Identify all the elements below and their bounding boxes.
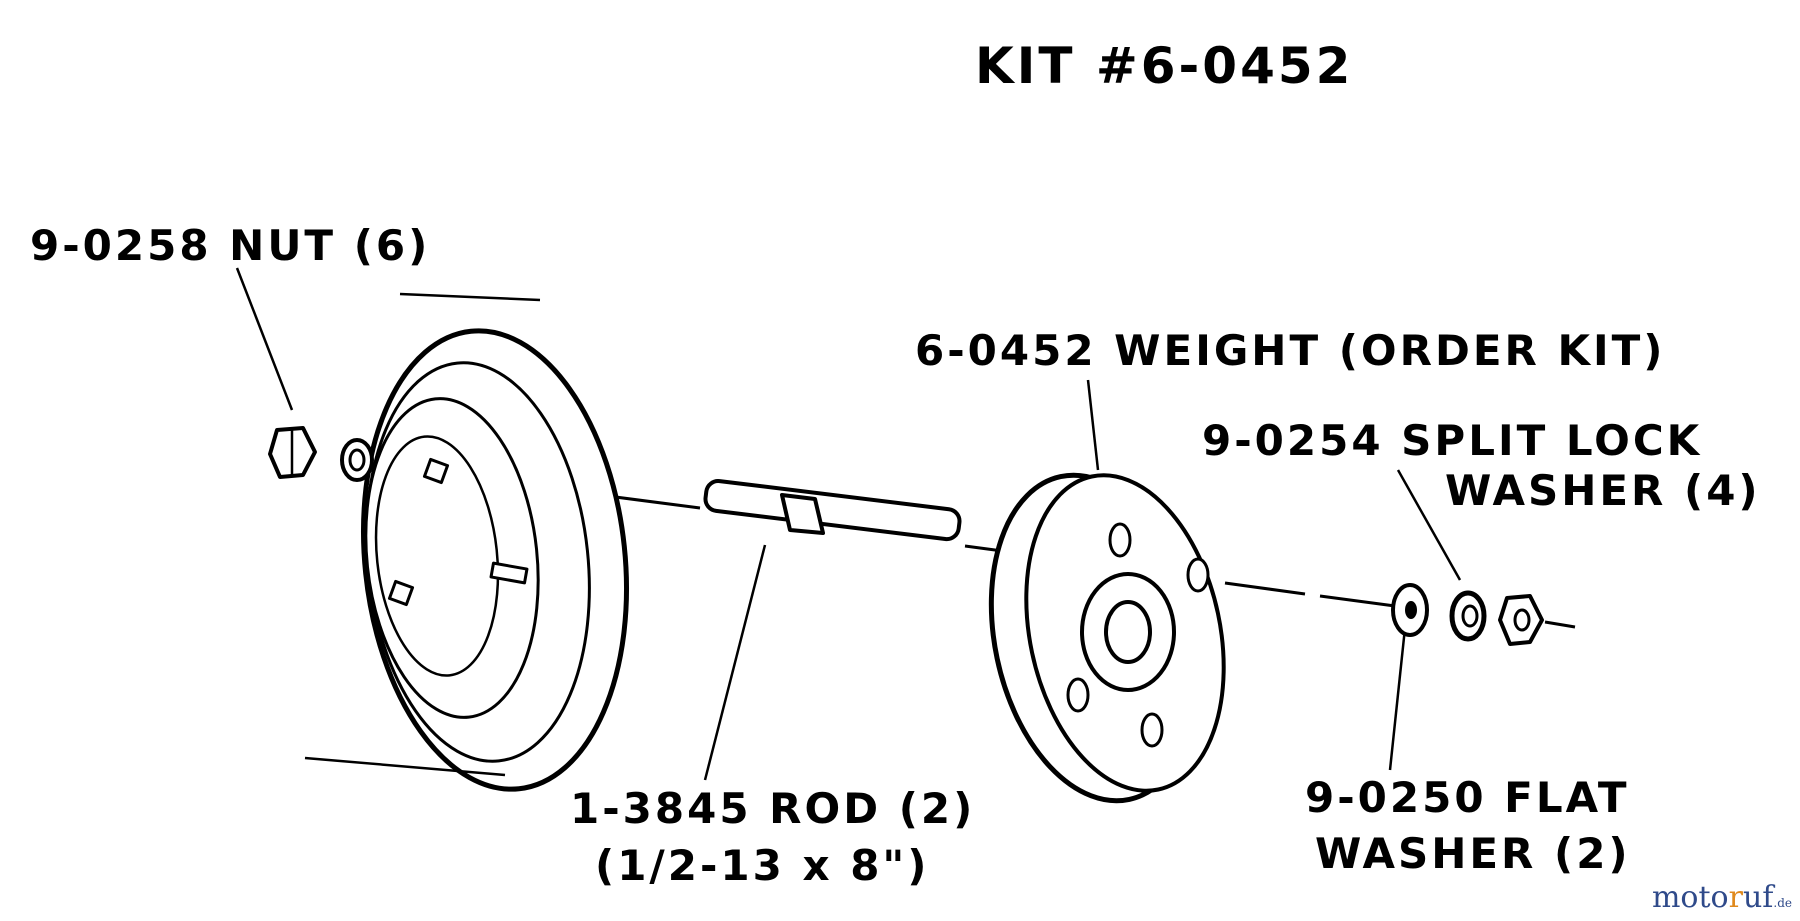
split-lock-label-line2: WASHER (4)	[1445, 466, 1761, 515]
rod-label-line2: (1/2-13 x 8")	[595, 841, 930, 890]
flat-washer-part	[1391, 583, 1429, 637]
wheel-tire	[304, 292, 630, 792]
flat-washer-label-line2: WASHER (2)	[1315, 829, 1631, 878]
weight-label: 6-0452 WEIGHT (ORDER KIT)	[915, 326, 1666, 375]
kit-title: KIT #6-0452	[975, 37, 1353, 95]
callout-lines	[235, 267, 1462, 781]
split-lock-washer-part	[1449, 590, 1487, 642]
watermark-logo: motoruf.de	[1651, 880, 1792, 915]
right-nut-part	[1498, 594, 1544, 646]
split-lock-label-line1: 9-0254 SPLIT LOCK	[1202, 416, 1702, 465]
weight-part	[988, 472, 1226, 804]
nut-part	[268, 426, 374, 482]
rod-label-line1: 1-3845 ROD (2)	[570, 784, 975, 833]
flat-washer-label-line1: 9-0250 FLAT	[1305, 773, 1630, 822]
nut-label: 9-0258 NUT (6)	[30, 221, 430, 270]
rod-part	[703, 479, 962, 542]
